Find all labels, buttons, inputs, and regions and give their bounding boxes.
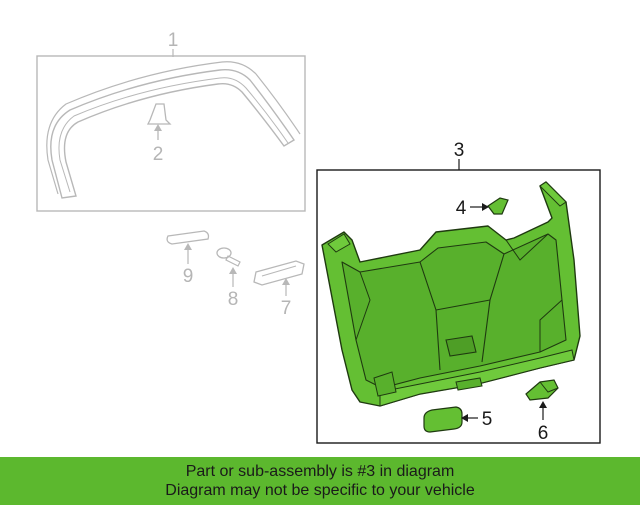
assembly-3-box xyxy=(316,169,601,444)
callout-8: 8 xyxy=(228,289,239,310)
banner-line-1: Part or sub-assembly is #3 in diagram xyxy=(185,463,455,480)
callout-1: 1 xyxy=(168,30,179,51)
callout-5: 5 xyxy=(482,409,493,430)
part-9-plug xyxy=(166,230,210,245)
part-7-bracket xyxy=(253,260,305,286)
callout-2: 2 xyxy=(153,144,164,165)
banner-line-2: Diagram may not be specific to your vehi… xyxy=(165,482,475,499)
small-parts-group xyxy=(166,230,305,296)
part-6-bracket xyxy=(525,379,559,401)
callout-9: 9 xyxy=(183,266,194,287)
part-5-cover xyxy=(423,406,463,433)
part-3-liftgate-trim-panel xyxy=(321,181,581,407)
part-8-bolt xyxy=(216,247,241,267)
assembly-1-box xyxy=(36,55,306,212)
callout-4: 4 xyxy=(456,198,467,219)
part-4-clip xyxy=(487,197,509,215)
part-1-molding xyxy=(50,69,295,199)
callout-6: 6 xyxy=(538,423,549,444)
callout-3: 3 xyxy=(454,140,465,161)
notice-banner: Part or sub-assembly is #3 in diagram Di… xyxy=(0,457,640,505)
part-2-clip xyxy=(146,103,172,125)
assembly-1-group xyxy=(36,49,306,212)
parts-diagram: 1 2 3 4 5 6 7 8 9 xyxy=(36,30,601,444)
callout-7: 7 xyxy=(281,298,292,319)
